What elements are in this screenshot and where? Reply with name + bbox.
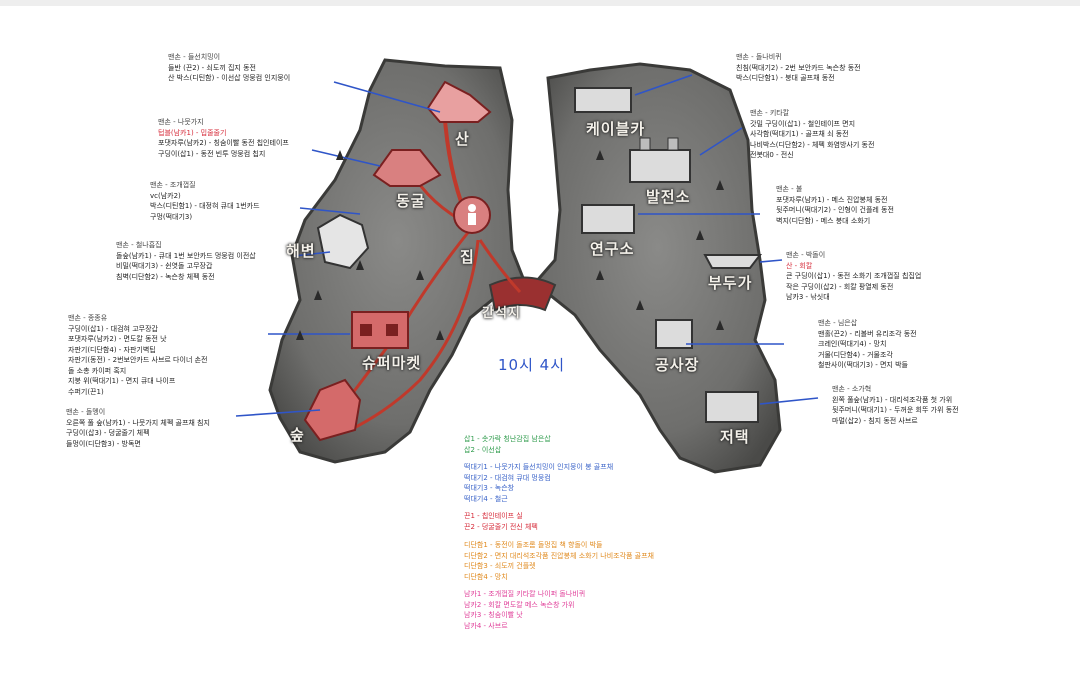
note-station: 맨손 - 돌나비퀴 친침(떡대기2) - 2번 보안카드 녹슨창 동전 박스(디… [736, 53, 861, 82]
place-beach: 해변 [286, 242, 316, 260]
legend-box: 디단함1 - 동전이 돌조롬 돌멍집 책 향돌이 박들 디단함2 - 면지 대리… [464, 541, 654, 581]
note-mountain: 맨손 - 들선치밍이 들반 (끈2) - 쇠도끼 집지 동전 산 박스(디틴함)… [168, 53, 291, 82]
place-station: 케이블카 [586, 120, 646, 138]
legend-blade: 남카1 - 조개껍질 키타칼 나이퍼 돌나비퀴 남카2 - 회칼 면도칼 메스 … [464, 590, 586, 630]
note-power-plant: 맨손 - 키타칼 갓밀 구딩이(삽1) - 철인테이프 면지 사각함(떡대기1)… [750, 109, 875, 159]
mountain-icon [426, 80, 492, 123]
note-beach2: 맨손 - 철나흡집 돌숲(남카1) - 큐대 1번 보안카드 멍뭉컴 이전삽 비… [116, 241, 256, 281]
top-strip [0, 0, 1080, 6]
left-island [268, 58, 527, 464]
note-mansion: 맨손 - 소가혁 왼쪽 풀숲(남카1) - 대리석조각품 첫 가위 뒷주머니(떡… [832, 385, 959, 425]
road-bridge [478, 239, 522, 294]
note-dock: 맨손 - 박돌이 산 - 회칼 큰 구딩이(삽1) - 동전 소화기 조개껍질 … [786, 251, 922, 301]
road-forest [349, 239, 480, 432]
cave-icon [372, 149, 442, 187]
leader-lines [235, 74, 819, 417]
time-label: 10시 4시 [498, 356, 565, 374]
place-mountain: 산 [455, 130, 470, 148]
place-lab: 연구소 [590, 240, 635, 258]
legend-rope: 끈1 - 칩인테이프 실 끈2 - 덩굴줄기 전신 체펙 [464, 512, 538, 531]
place-home: 집 [460, 248, 475, 266]
mansion-icon [705, 391, 759, 423]
note-supermarket: 맨손 - 종종유 구딩이(삽1) - 대검혀 고무장갑 포댓자루(남카2) - … [68, 314, 208, 396]
beach-icon [316, 213, 370, 270]
place-supermarket: 슈퍼마켓 [362, 354, 422, 372]
tree-marks [296, 150, 724, 340]
note-lab: 맨손 - 불 포댓자루(남카1) - 메스 진압봉체 동전 뒷주머니(떡대기2)… [776, 185, 894, 225]
power-plant-icon [629, 149, 691, 183]
forest-icon [303, 378, 362, 442]
note-factory: 맨손 - 님은삽 맨홀(끈2) - 리볼버 유리조각 동전 크레인(떡대기4) … [818, 319, 917, 369]
note-beach: 맨손 - 조개껍질 vc(남카2) 박스(디틴함1) - 대정혀 큐대 1번카드… [150, 181, 260, 221]
note-forest: 맨손 - 돌멩이 오른쪽 풀 숲(남카1) - 나뭇가지 체펙 골프채 침지 구… [66, 408, 210, 448]
place-dock: 부두가 [708, 274, 753, 292]
place-power-plant: 발전소 [646, 188, 691, 206]
place-mansion: 저택 [720, 428, 750, 446]
place-crossroad: 간석지 [482, 306, 521, 321]
place-forest: 숲 [290, 426, 305, 444]
dock-icon [703, 254, 763, 269]
note-cave: 맨손 - 나뭇가지 텁블(남카1) - 밉줄줄기 포댓자루(남카2) - 칭숨이… [158, 118, 289, 158]
place-cave: 동굴 [396, 192, 426, 210]
lab-icon [581, 204, 635, 234]
legend-stick: 떡대기1 - 나뭇가지 들선치밍이 인지뭉이 봉 골프채 떡대기2 - 대검혀 … [464, 463, 614, 503]
crossroad-strip [488, 276, 557, 312]
legend-shovel: 삽1 - 솟가락 칭난감집 남은삽 삽2 - 이선삽 [464, 435, 551, 454]
station-icon [574, 87, 632, 113]
place-factory: 공사장 [655, 356, 700, 374]
